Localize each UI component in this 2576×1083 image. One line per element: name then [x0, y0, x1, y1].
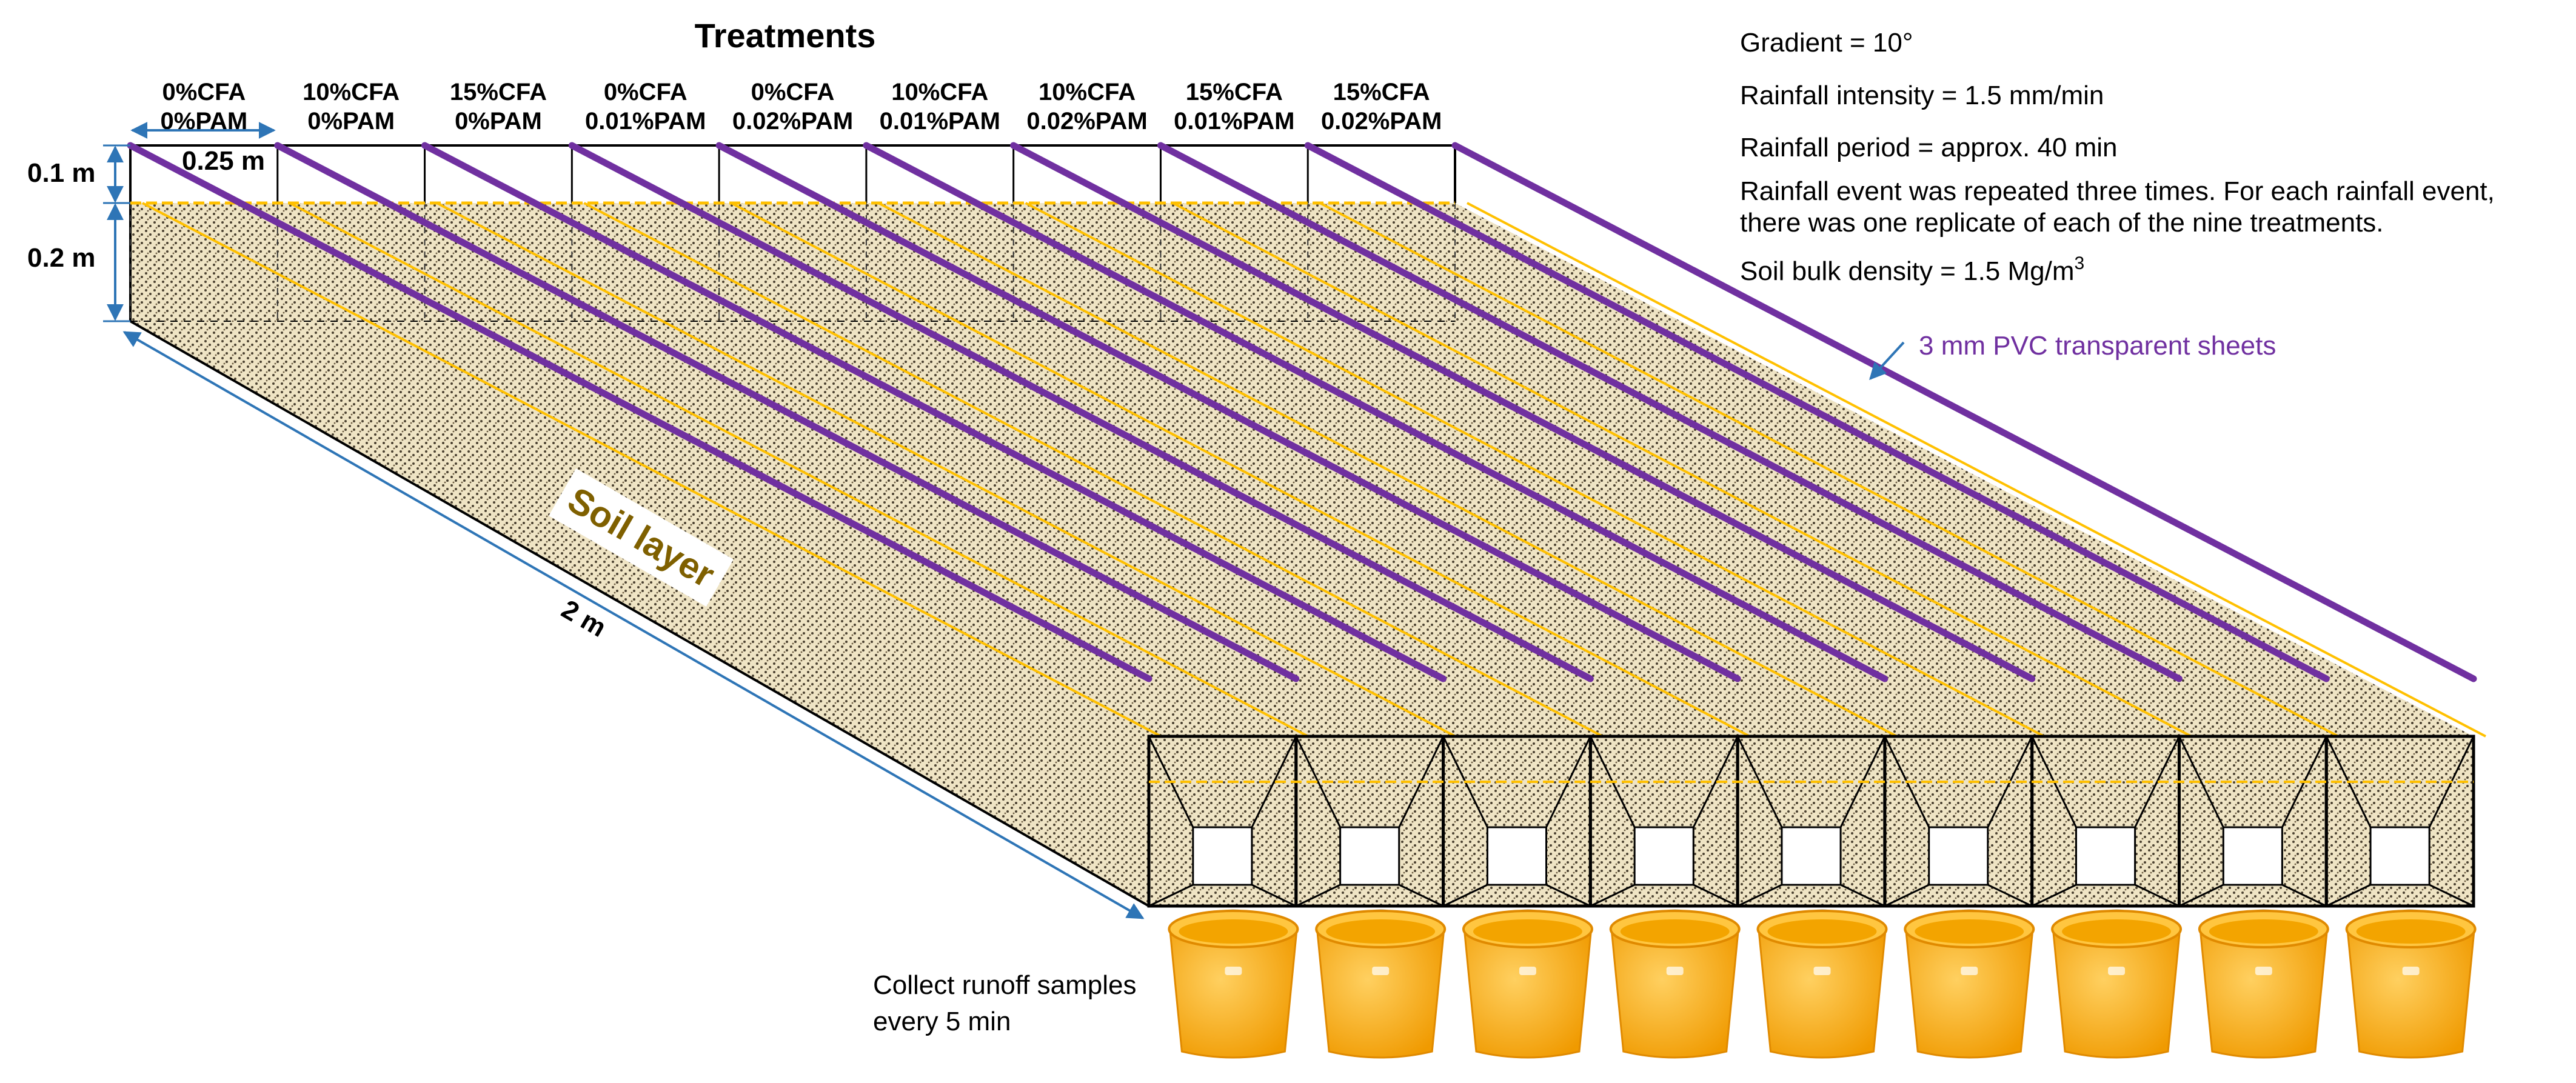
pvc-callout: 3 mm PVC transparent sheets [1869, 331, 2276, 381]
soil-surface-line [1172, 202, 2192, 738]
bucket [2198, 909, 2329, 1059]
outlet-hole [2222, 826, 2283, 886]
pvc-sheet [1010, 142, 2036, 682]
treatment-pam-label: 0.02%PAM [1026, 108, 1147, 135]
intensity-text: Rainfall intensity = 1.5 mm/min [1740, 81, 2104, 110]
density-superscript: 3 [2074, 253, 2084, 273]
treatment-pam-label: 0.01%PAM [880, 108, 1000, 135]
collect-line2: every 5 min [873, 1007, 1011, 1036]
bucket [2051, 909, 2183, 1059]
bucket [1756, 909, 1888, 1059]
upper-depth-label: 0.1 m [27, 158, 96, 188]
collect-text: Collect runoff samples every 5 min [873, 970, 1137, 1036]
info-block: Gradient = 10° Rainfall intensity = 1.5 … [1740, 28, 2495, 286]
soil-surface-line [877, 202, 1898, 738]
pvc-sheet [1304, 142, 2330, 682]
repeat-text-line1: Rainfall event was repeated three times.… [1740, 176, 2495, 206]
outlet-box [1736, 735, 1887, 908]
soil-surface-line [1467, 202, 2486, 738]
collect-line1: Collect runoff samples [873, 970, 1137, 1000]
treatment-cfa-label: 15%CFA [1186, 79, 1283, 105]
repeat-text-line2: there was one replicate of each of the n… [1740, 208, 2384, 238]
outlet-hole [1781, 826, 1842, 886]
pvc-sheet [863, 142, 1889, 682]
outlet-box [2324, 735, 2475, 908]
treatment-cfa-label: 10%CFA [303, 79, 400, 105]
bucket [1315, 909, 1447, 1059]
outlet-boxes [1147, 735, 2475, 908]
treatment-cfa-label: 0%CFA [162, 79, 246, 105]
period-text: Rainfall period = approx. 40 min [1740, 133, 2117, 162]
treatment-pam-label: 0%PAM [455, 108, 542, 135]
treatment-cfa-label: 0%CFA [751, 79, 835, 105]
treatment-labels: 0%CFA0%PAM10%CFA0%PAM15%CFA0%PAM0%CFA0.0… [161, 79, 1442, 135]
outlet-hole [2369, 826, 2430, 886]
bucket [1462, 909, 1593, 1059]
outlet-hole [1633, 826, 1694, 886]
dimension-upper-depth: 0.1 m [27, 144, 130, 204]
diagram-title: Treatments [695, 16, 876, 55]
dimension-plot-width: 0.25 m [130, 122, 276, 176]
density-text: Soil bulk density = 1.5 Mg/m3 [1740, 253, 2084, 286]
dimension-soil-depth: 0.2 m [27, 203, 130, 322]
pvc-label: 3 mm PVC transparent sheets [1919, 331, 2276, 361]
gradient-text: Gradient = 10° [1740, 28, 1913, 58]
bucket [1904, 909, 2035, 1059]
bucket [1609, 909, 1741, 1059]
treatment-pam-label: 0.02%PAM [1321, 108, 1442, 135]
soil-surface-line [1025, 202, 2045, 738]
soil-depth-label: 0.2 m [27, 243, 96, 273]
density-prefix: Soil bulk density = 1.5 Mg/m [1740, 256, 2074, 286]
length-label: 2 m [557, 595, 611, 643]
treatment-cfa-label: 15%CFA [1333, 79, 1430, 105]
treatment-pam-label: 0%PAM [307, 108, 395, 135]
pvc-sheet [1157, 142, 2183, 682]
plot-width-label: 0.25 m [182, 146, 265, 176]
outlet-hole [1486, 826, 1548, 886]
treatment-cfa-label: 10%CFA [891, 79, 988, 105]
pvc-sheet [1451, 142, 2477, 682]
outlet-hole [1339, 826, 1400, 886]
pvc-sheet [715, 142, 1741, 682]
outlet-box [2177, 735, 2328, 908]
soil-slab [130, 203, 2474, 906]
outlet-hole [1928, 826, 1989, 886]
bucket [2345, 909, 2477, 1059]
outlet-hole [2075, 826, 2136, 886]
treatment-pam-label: 0.02%PAM [732, 108, 853, 135]
outlet-box [2030, 735, 2181, 908]
soil-surface-line [1319, 202, 2340, 738]
treatment-cfa-label: 15%CFA [450, 79, 547, 105]
buckets [1168, 909, 2477, 1059]
treatment-cfa-label: 10%CFA [1039, 79, 1136, 105]
soil-surface-line [731, 202, 1751, 738]
treatment-pam-label: 0.01%PAM [1174, 108, 1294, 135]
outlet-box [1442, 735, 1592, 908]
outlet-box [1588, 735, 1739, 908]
treatment-cfa-label: 0%CFA [604, 79, 687, 105]
treatment-pam-label: 0.01%PAM [585, 108, 706, 135]
bucket [1168, 909, 1299, 1059]
outlet-hole [1192, 826, 1253, 886]
